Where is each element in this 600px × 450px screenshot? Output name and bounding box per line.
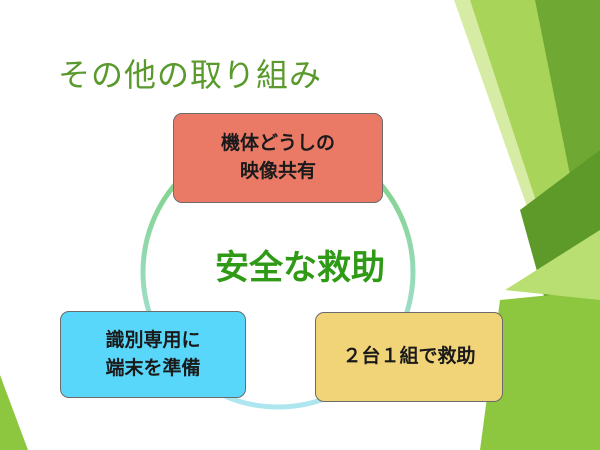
node-dedicated-terminal-line2: 端末を準備 [105,356,201,379]
node-video-sharing-line2: 映像共有 [239,160,316,182]
node-dedicated-terminal-line1: 識別専用に [105,328,201,351]
slide-title: その他の取り組み [58,56,323,94]
node-pair-rescue: ２台１組で救助 [315,312,503,402]
node-dedicated-terminal: 識別専用に 端末を準備 [60,311,246,398]
node-video-sharing-line1: 機体どうしの [220,132,335,155]
deco-wedge-lower [480,290,600,450]
deco-bottom-left [0,375,28,450]
node-video-sharing: 機体どうしの 映像共有 [173,113,383,203]
node-pair-rescue-line1: ２台１組で救助 [342,345,476,368]
deco-wedge-light [505,230,600,300]
deco-stripe-dark [535,0,600,450]
center-label: 安全な救助 [215,248,385,288]
